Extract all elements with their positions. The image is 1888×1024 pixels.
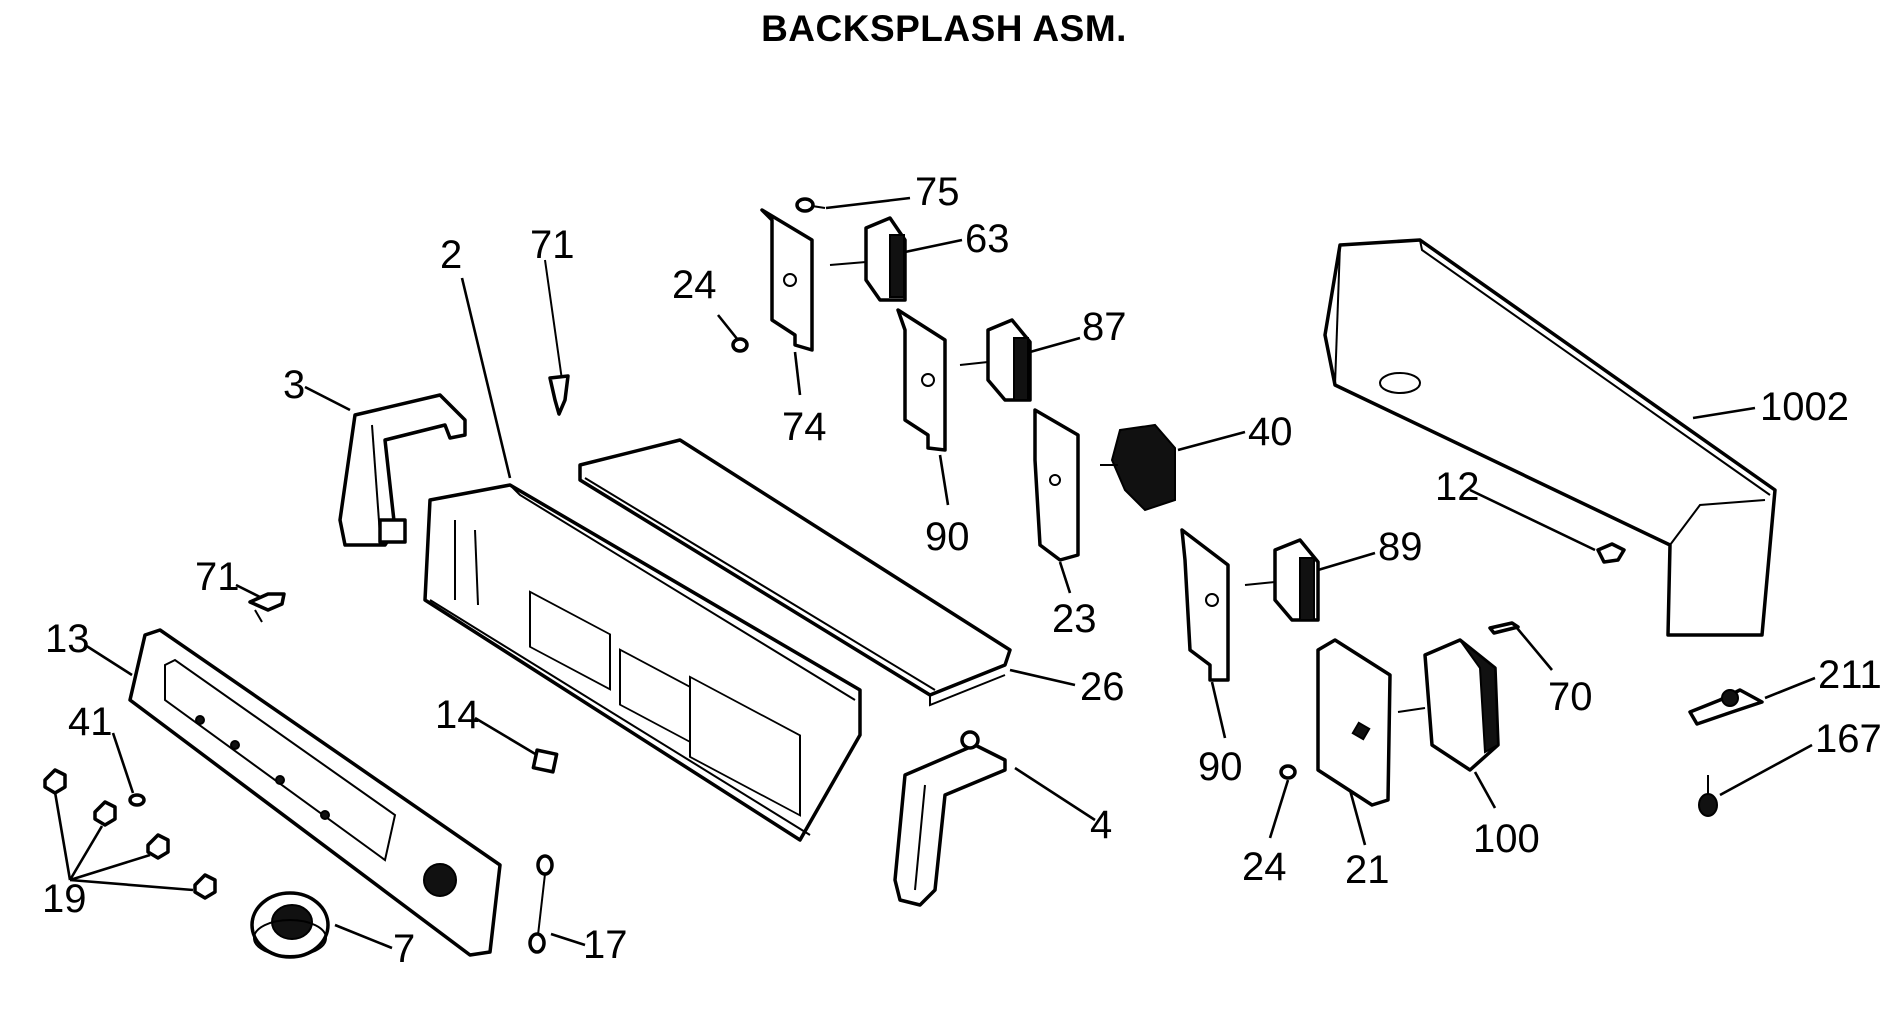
label-part-90-top: 90 [925,515,970,559]
label-part-24-top: 24 [672,263,717,307]
part-1002-console [1323,238,1777,637]
part-90-bracket-bottom [1180,528,1230,682]
label-part-4: 4 [1090,803,1112,847]
label-part-74: 74 [782,405,827,449]
label-part-1002: 1002 [1760,385,1849,429]
label-part-3: 3 [283,363,305,407]
part-13-control-panel [128,628,502,957]
label-part-14: 14 [435,693,480,737]
part-4-right-bracket [893,730,1007,907]
part-labels: 2 3 4 7 12 13 14 17 19 21 23 24 24 26 40… [42,170,1882,971]
label-part-41: 41 [68,700,113,744]
label-part-90-bottom: 90 [1198,745,1243,789]
part-23-plate [1033,408,1080,562]
label-part-13: 13 [45,617,90,661]
part-21-timer-plate [1316,638,1392,807]
part-12-clip [1596,542,1626,564]
label-part-12: 12 [1435,465,1480,509]
label-part-40: 40 [1248,410,1293,454]
label-part-2: 2 [440,233,462,277]
label-part-89: 89 [1378,525,1423,569]
part-74-bracket [760,208,814,352]
part-71-screw-top [544,259,570,416]
part-41-indicator [128,793,146,807]
part-14-clip [531,748,559,774]
label-part-167: 167 [1815,717,1882,761]
part-70-screw [1488,621,1520,635]
part-100-timer [1397,638,1500,772]
label-part-26: 26 [1080,665,1125,709]
label-part-21: 21 [1345,848,1390,892]
part-63-switch [829,216,907,302]
label-part-211: 211 [1818,653,1882,697]
label-part-87: 87 [1082,305,1127,349]
label-part-63: 63 [965,217,1010,261]
part-24-screw-top [731,337,749,353]
part-2-backsplash-panel [423,483,862,842]
part-90-bracket-top [896,308,947,452]
part-24-screw-bottom [1279,764,1297,780]
label-part-23: 23 [1052,597,1097,641]
part-75-screw [795,197,826,213]
part-26-top-cover [578,438,1012,707]
part-211-hinge [1688,688,1764,726]
label-part-70: 70 [1548,675,1593,719]
leader-lines [53,196,1816,950]
label-part-100: 100 [1473,817,1540,861]
label-part-17: 17 [583,923,628,967]
part-167-foot [1698,775,1718,817]
part-40-relay [1100,423,1176,512]
label-part-7: 7 [393,927,415,971]
part-17-harness [528,854,554,954]
page-title: BACKSPLASH ASM. [761,8,1127,49]
part-7-knob [250,891,330,959]
part-89-switch [1244,538,1320,622]
label-part-24-bottom: 24 [1242,845,1287,889]
label-part-19: 19 [42,877,87,921]
label-part-71-left: 71 [195,555,240,599]
part-71-screw-left [248,592,286,623]
label-part-75: 75 [915,170,960,214]
part-19-buttons [43,768,217,900]
part-3-left-bracket [338,393,467,547]
label-part-71-top: 71 [530,223,575,267]
part-87-switch [959,318,1032,402]
